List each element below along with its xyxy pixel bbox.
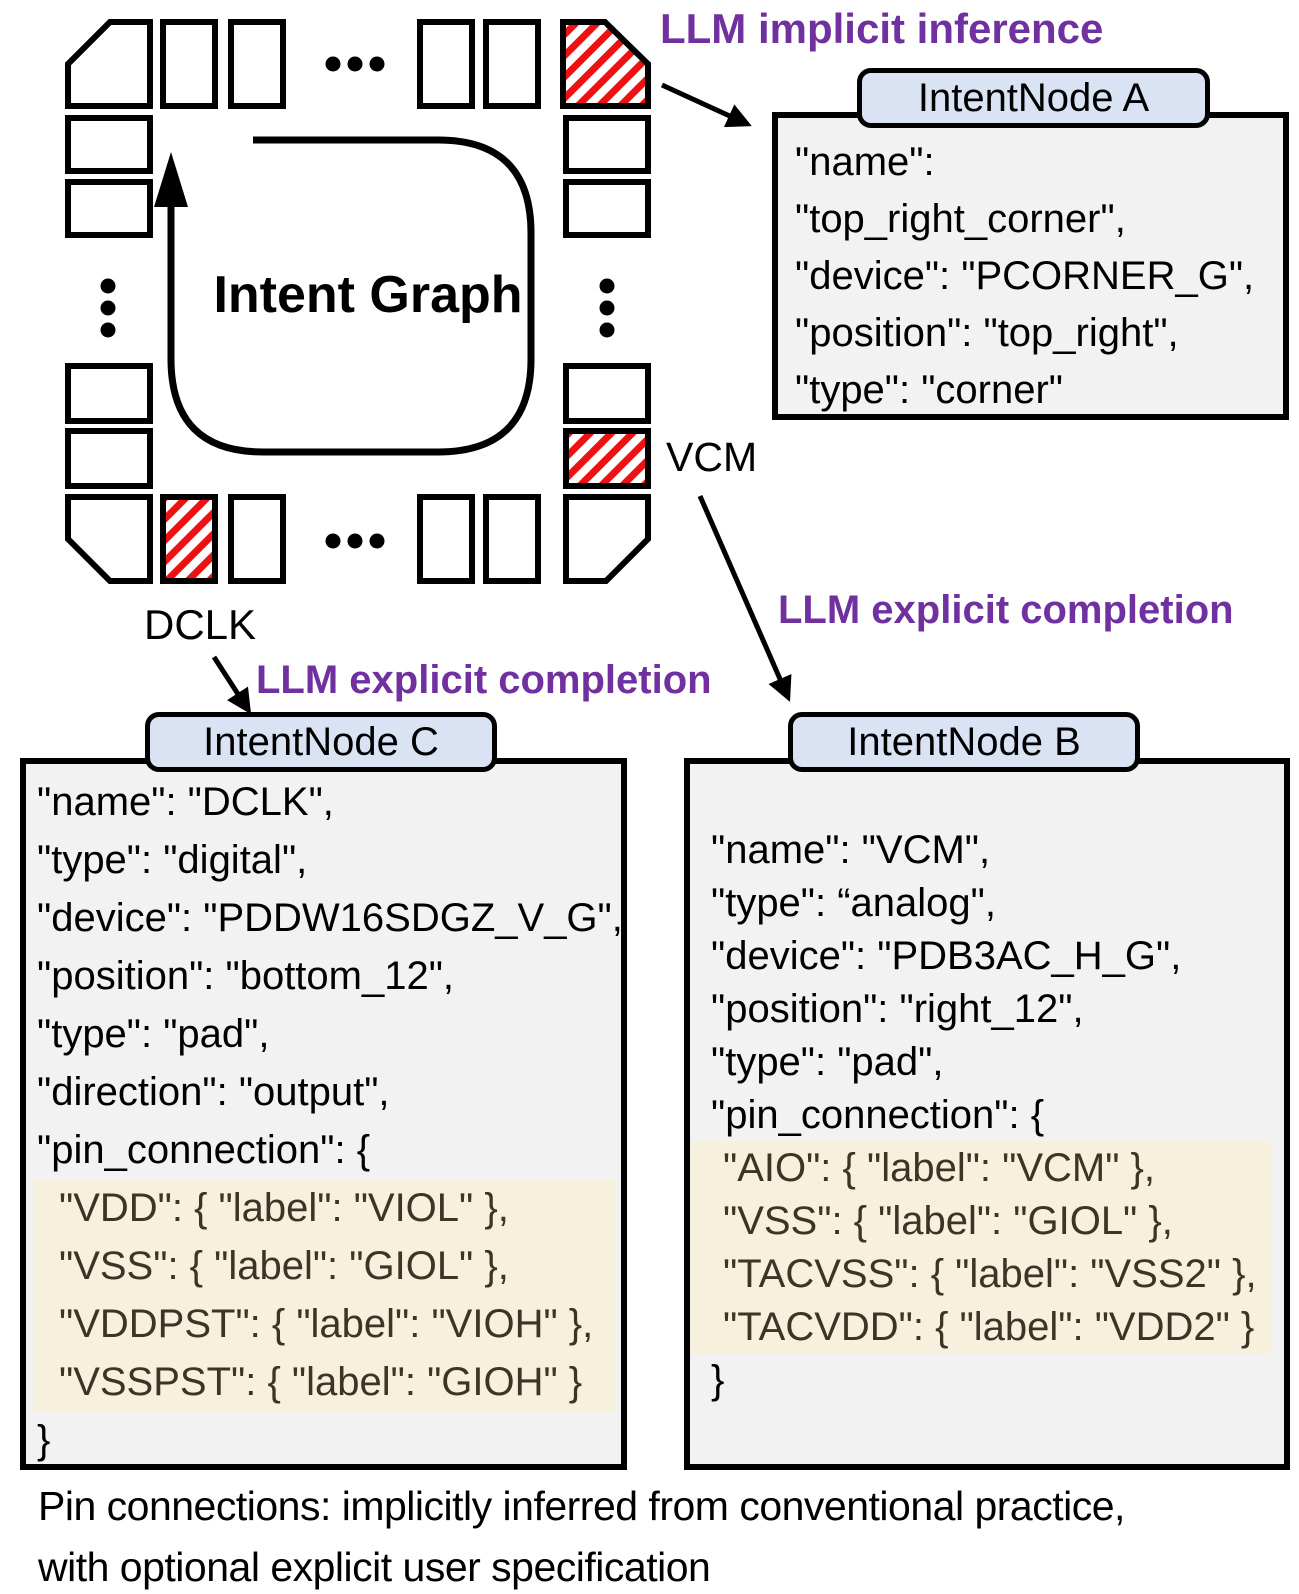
pad [483,19,541,109]
pad [65,428,153,489]
code-line: "device": "PDDW16SDGZ_V_G", [37,896,623,940]
loop-arrowhead-icon [154,152,188,207]
intent-node-c-panel: "name": "DCLK", "type": "digital", "devi… [20,758,627,1470]
pad [65,115,153,174]
ellipsis-dots-top [325,56,385,72]
vcm-pad-label: VCM [666,434,758,480]
dclk-pad-label: DCLK [144,601,257,648]
intent-node-c-tab: IntentNode C [145,712,497,772]
code-line: "position": "top_right", [795,311,1179,355]
code-line: "VDD": { "label": "VIOL" }, [59,1186,509,1230]
pad [228,19,286,109]
code-line: "VSS": { "label": "GIOL" }, [59,1244,509,1288]
arrow-implicit-inference [660,82,752,128]
ellipsis-dots-right [599,278,615,338]
intent-graph-title: Intent Graph [213,266,522,324]
intent-node-a-tab: IntentNode A [857,68,1210,128]
corner-pad-bottom-right [563,494,651,584]
code-line: "device": "PCORNER_G", [795,254,1255,298]
intent-node-b-panel: "name": "VCM", "type": “analog", "device… [684,758,1290,1470]
ellipsis-dots-left [100,278,116,338]
code-line: "type": “analog", [711,881,996,925]
pad [65,363,153,424]
code-line: "name": [795,140,935,184]
pin-connection-highlight: "AIO": { "label": "VCM" }, "VSS": { "lab… [690,1142,1271,1354]
code-line: "type": "corner" [795,368,1064,412]
llm-explicit-completion-label-left: LLM explicit completion [256,658,712,702]
pad-vcm-highlighted [563,428,651,489]
pad-column-right [563,115,651,489]
code-line: "name": "DCLK", [37,780,334,824]
code-line: "device": "PDB3AC_H_G", [711,934,1182,978]
pad [160,19,218,109]
code-line: } [37,1418,51,1462]
code-line: "pin_connection": { [37,1128,371,1172]
code-line: "VDDPST": { "label": "VIOH" }, [59,1302,594,1346]
pad-row-bottom [65,494,651,584]
arrow-dclk-to-node-c [211,655,252,715]
intent-node-b-tab: IntentNode B [788,712,1140,772]
llm-implicit-inference-label: LLM implicit inference [660,5,1104,52]
intent-node-a-title: IntentNode A [917,75,1150,120]
code-line: "AIO": { "label": "VCM" }, [723,1146,1156,1190]
intent-node-c-title: IntentNode C [203,719,439,764]
pad [563,363,651,424]
pad [563,115,651,174]
code-line: "TACVSS": { "label": "VSS2" }, [723,1252,1257,1296]
intent-node-b-title: IntentNode B [847,719,1081,764]
ellipsis-dots-bottom [325,533,385,549]
pad [483,494,541,584]
code-line: "position": "right_12", [711,987,1084,1031]
code-line: "VSSPST": { "label": "GIOH" } [59,1360,583,1404]
caption-line: Pin connections: implicitly inferred fro… [38,1483,1125,1529]
pad-dclk-highlighted [160,494,218,584]
code-line: "pin_connection": { [711,1093,1045,1137]
code-line: "top_right_corner", [795,197,1126,241]
figure-caption: Pin connections: implicitly inferred fro… [38,1476,1125,1594]
caption-line: with optional explicit user specificatio… [38,1544,711,1590]
code-line: } [711,1358,725,1402]
pad [65,179,153,238]
code-line: "type": "digital", [37,838,308,882]
code-line: "type": "pad", [37,1012,270,1056]
pad [417,19,475,109]
code-line: "name": "VCM", [711,828,991,872]
code-line: "direction": "output", [37,1070,390,1114]
pad-column-left [65,115,153,489]
llm-explicit-completion-label-right: LLM explicit completion [778,588,1234,632]
code-line: "TACVDD": { "label": "VDD2" } [723,1305,1255,1349]
code-line: "type": "pad", [711,1040,944,1084]
code-line: "VSS": { "label": "GIOL" }, [723,1199,1173,1243]
corner-pad-top-left [65,19,153,109]
arrow-vcm-to-node-b [697,494,792,702]
corner-pad-top-right-highlighted [560,19,651,109]
pad-row-top [65,19,651,109]
pad [228,494,286,584]
intent-node-a-panel: "name": "top_right_corner", "device": "P… [772,112,1289,420]
code-line: "position": "bottom_12", [37,954,455,998]
cycle-loop-arrow [154,136,535,456]
pad [563,179,651,238]
corner-pad-bottom-left [65,494,153,584]
pad [417,494,475,584]
pin-connection-highlight: "VDD": { "label": "VIOL" }, "VSS": { "la… [33,1179,616,1411]
